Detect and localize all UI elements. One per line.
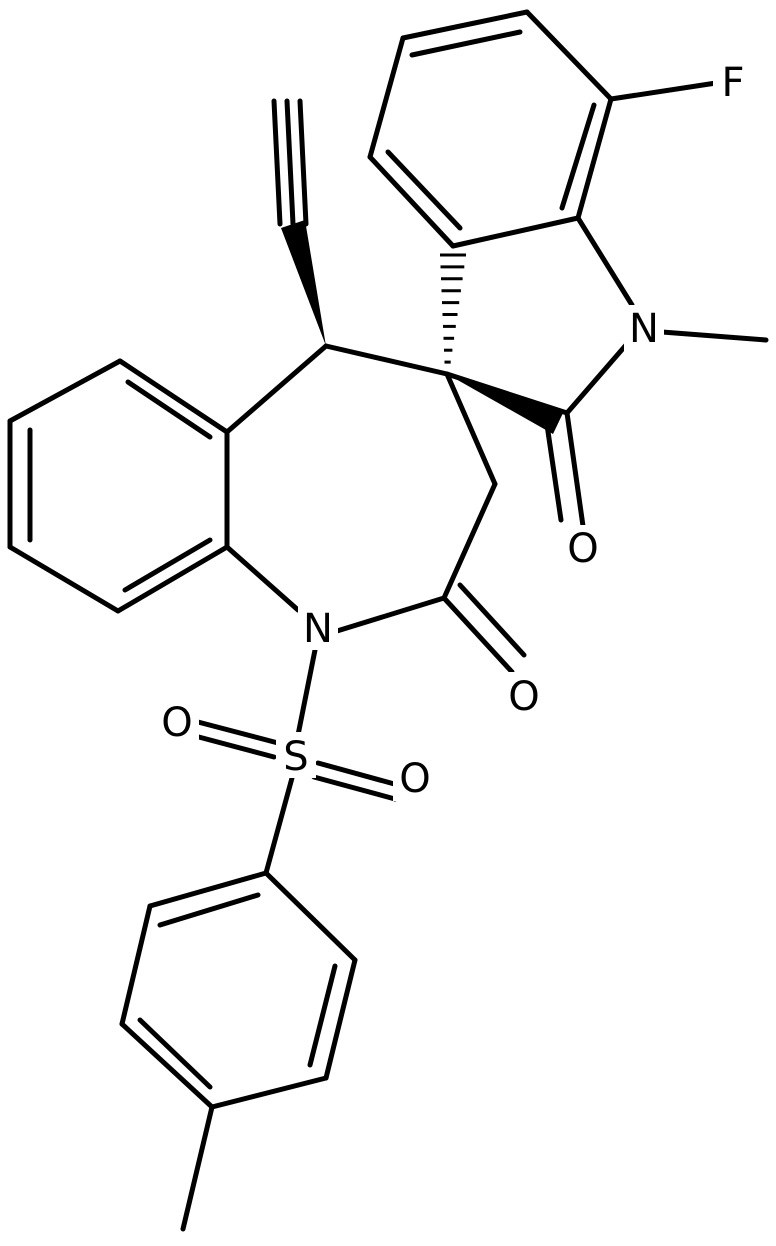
label-oxygen-sulfonyl-lower: O	[399, 756, 430, 802]
ring-bond-26	[115, 544, 230, 614]
sulfonyl-double-35	[192, 733, 277, 760]
ring-bond-39	[263, 870, 358, 963]
ring-bond-42	[119, 1021, 215, 1110]
sulfonyl-double-34	[195, 719, 281, 746]
ring-bond-0	[400, 9, 530, 41]
methyl-bond-13	[659, 329, 769, 343]
label-sulfur: S	[283, 734, 308, 780]
carbonyl-bond-14	[564, 410, 586, 529]
ring-bond-1	[524, 9, 614, 102]
ring-bond-44	[147, 870, 269, 909]
label-oxygen-indolinone: O	[567, 526, 598, 572]
ring-bond-16	[323, 343, 450, 377]
methyl-bond-48	[180, 1104, 215, 1232]
atom-fluorine: F	[713, 58, 753, 106]
ring-double-inner-8	[385, 149, 463, 231]
ring-bond-40	[323, 957, 358, 1081]
ring-bond-2	[575, 96, 614, 221]
fluorine-bond-9	[608, 80, 719, 102]
ring-bond-25	[7, 544, 121, 614]
alkyne-bond-49	[284, 98, 296, 227]
atom-oxygen-benzazepinone: O	[502, 672, 546, 720]
sulfonyl-bond-38	[263, 775, 295, 876]
atom-oxygen-sulfonyl-lower: O	[393, 755, 437, 802]
ring-double-inner-45	[307, 963, 338, 1068]
ring-double-inner-47	[157, 892, 261, 928]
ring-bond-22	[117, 358, 230, 435]
ring-double-inner-6	[409, 29, 523, 58]
carbonyl-bond-31	[441, 595, 515, 675]
ring-double-inner-7	[559, 102, 597, 211]
ring-bond-18	[444, 371, 498, 487]
ring-double-inner-46	[137, 1017, 213, 1090]
ring-bond-21	[224, 544, 301, 613]
atom-sulfur: S	[276, 732, 316, 780]
carbonyl-bond-32	[457, 582, 527, 658]
sulfonyl-double-36	[315, 760, 401, 788]
ring-bond-19	[441, 481, 498, 601]
ring-bond-12	[444, 371, 570, 416]
atom-oxygen-indolinone: O	[561, 525, 605, 572]
alkyne-bond-50	[271, 98, 283, 227]
stereo-bond-layer	[281, 220, 563, 434]
alkyne-bond-51	[297, 98, 309, 227]
atom-nitrogen-benzazepinone: N	[298, 604, 338, 652]
ring-bond-20	[334, 595, 447, 634]
sulfonyl-bond-33	[295, 647, 318, 738]
sulfonyl-double-37	[311, 774, 398, 802]
ring-bond-11	[564, 342, 629, 416]
label-nitrogen-benzazepinone: N	[303, 606, 333, 652]
ring-bond-3	[450, 215, 581, 249]
label-oxygen-sulfonyl-upper: O	[161, 700, 192, 746]
carbonyl-bond-15	[543, 415, 564, 523]
ring-bond-4	[367, 154, 456, 249]
ring-bond-23	[7, 358, 123, 424]
ring-bond-43	[119, 903, 153, 1027]
wedge-bond-ethynyl	[281, 220, 326, 346]
bond-layer	[7, 9, 769, 1232]
ring-bond-41	[209, 1075, 329, 1110]
ring-bond-5	[367, 35, 406, 160]
ring-double-inner-30	[122, 537, 213, 593]
label-fluorine: F	[721, 60, 744, 106]
atom-label-layer: F N O N O S O O	[155, 58, 753, 802]
wedge-bond-spiro-carbonyl	[447, 374, 563, 434]
ring-bond-10	[575, 215, 635, 308]
ring-double-inner-28	[125, 379, 213, 440]
label-oxygen-benzazepinone: O	[508, 674, 539, 720]
atom-nitrogen-indolinone: N	[624, 305, 664, 352]
atom-oxygen-sulfonyl-upper: O	[155, 698, 199, 746]
hashed-bond-layer	[440, 253, 466, 376]
ring-bond-17	[224, 343, 329, 435]
label-nitrogen-indolinone: N	[629, 306, 659, 352]
